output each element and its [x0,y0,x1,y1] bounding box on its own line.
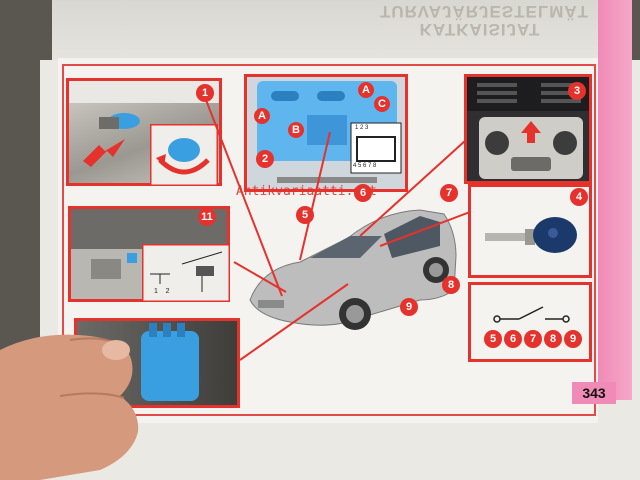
hood-switch-illustration [69,81,219,167]
callout-11: 11 [198,208,216,226]
section-tab [598,0,632,400]
strip-badge-5: 5 [484,330,502,348]
callout-8: 8 [442,276,460,294]
callout-9: 9 [400,298,418,316]
panel-switch-symbol [468,282,592,362]
letter-a-right: A [358,82,374,98]
letter-a-left: A [254,108,270,124]
letter-c: C [374,96,390,112]
watermark: Antikvariaatti.net [236,184,377,199]
strip-badge-7: 7 [524,330,542,348]
letter-b: B [288,122,304,138]
diagram-frame [62,64,596,416]
callout-7: 7 [440,184,458,202]
panel-dashboard-switch [464,74,592,184]
engine-bay-wiring-detail: 1 2 [142,244,230,302]
callout-1: 1 [196,84,214,102]
switch-symbol [493,306,570,323]
strip-badge-9: 9 [564,330,582,348]
callout-3: 3 [568,82,586,100]
strip-badge-8: 8 [544,330,562,348]
connector-pins-bottom: 4 5 6 7 8 [353,163,377,169]
connector-pins-top: 1 2 3 [355,125,369,131]
callout-2: 2 [256,150,274,168]
callout-5: 5 [296,206,314,224]
strip-badge-6: 6 [504,330,522,348]
callout-6: 6 [354,184,372,202]
connector-illustration [141,323,199,401]
callout-strip: 5 6 7 8 9 [484,330,582,348]
ceiling-sensor-illustration [257,81,402,183]
panel-ceiling-sensor: 1 2 3 4 5 6 7 8 [244,74,408,192]
page-number: 343 [572,382,616,404]
key-illustration [485,217,577,253]
wiring-pins: 1 2 [154,288,170,295]
callout-4: 4 [570,188,588,206]
hood-switch-detail [150,124,218,186]
engine-bay-illustration [71,209,227,299]
